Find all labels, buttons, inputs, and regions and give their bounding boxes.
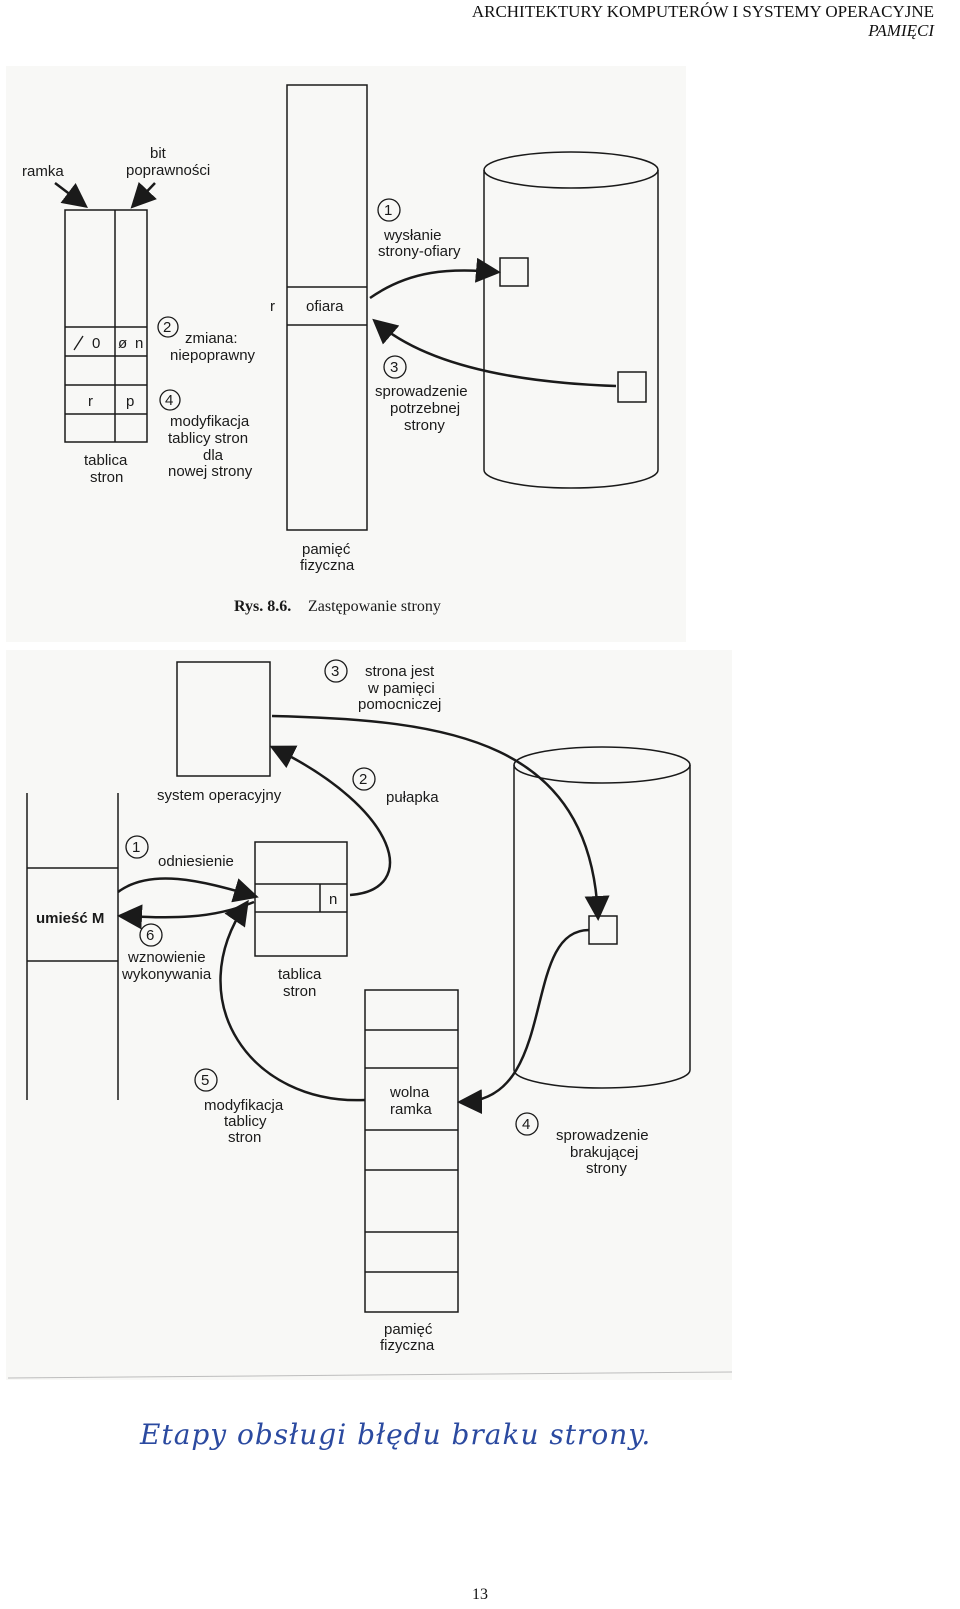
step-4-text-2: brakującej xyxy=(570,1144,638,1161)
table-label-1: tablica xyxy=(278,966,322,983)
step-2-text-2: niepoprawny xyxy=(170,347,256,364)
step-1-text: odniesienie xyxy=(158,853,234,870)
page-header: ARCHITEKTURY KOMPUTERÓW I SYSTEMY OPERAC… xyxy=(472,2,934,40)
physical-memory-2 xyxy=(364,989,459,1313)
memory-victim: ofiara xyxy=(306,298,344,315)
figure-caption-text: Zastępowanie strony xyxy=(308,598,441,615)
step-2-number: 2 xyxy=(163,319,171,336)
step-4-text-1: sprowadzenie xyxy=(556,1127,649,1144)
step-4-circle xyxy=(515,1112,539,1136)
step-1-circle xyxy=(377,198,401,222)
step-1-text-2: strony-ofiary xyxy=(378,243,461,260)
step-5-text-3: stron xyxy=(228,1129,261,1146)
step-4-text-2: tablicy stron xyxy=(168,430,248,447)
scan-bottom-rule xyxy=(7,1371,733,1379)
step-3-text-2: w pamięci xyxy=(367,680,435,697)
header-subtitle: PAMIĘCI xyxy=(868,21,934,40)
process-memory xyxy=(26,793,119,1100)
cell-p: p xyxy=(126,393,134,410)
header-title: ARCHITEKTURY KOMPUTERÓW I SYSTEMY OPERAC… xyxy=(471,2,934,21)
step-6-number: 6 xyxy=(146,927,154,944)
label-bit-2: poprawności xyxy=(126,162,210,179)
table-cell-n: n xyxy=(329,891,337,908)
handwritten-note: Etapy obsługi błędu braku strony. xyxy=(140,1418,652,1451)
arrow-bit xyxy=(130,181,157,209)
step-4-text-1: modyfikacja xyxy=(170,413,250,430)
memory-r: r xyxy=(270,298,275,315)
arrow-bring-missing xyxy=(457,928,590,1115)
step-3-circle xyxy=(383,355,407,379)
cell-frame-old: 0 xyxy=(92,335,100,352)
page-number: 13 xyxy=(472,1586,488,1603)
figure-caption-label: Rys. 8.6. xyxy=(234,598,291,615)
step-2-number: 2 xyxy=(359,771,367,788)
arrow-bring-needed xyxy=(372,318,617,388)
figure-page-replacement: ramka bit poprawności 0 ø n r p tablica … xyxy=(22,84,659,615)
step-3-text-1: strona jest xyxy=(365,663,435,680)
step-6-circle xyxy=(139,923,163,947)
step-2-circle xyxy=(157,316,179,338)
memory-label-2: fizyczna xyxy=(300,557,355,574)
step-2-text-1: zmiana: xyxy=(185,330,238,347)
disk-2 xyxy=(513,746,691,1089)
arrow-page-on-disk xyxy=(271,714,610,921)
step-5-circle xyxy=(194,1068,218,1092)
step-6-text-1: wznowienie xyxy=(127,949,206,966)
step-5-number: 5 xyxy=(201,1072,209,1089)
label-ramka: ramka xyxy=(22,163,64,180)
label-tablica: tablica xyxy=(84,452,128,469)
step-1-number: 1 xyxy=(132,839,140,856)
step-3-text-2: potrzebnej xyxy=(390,400,460,417)
step-4-number: 4 xyxy=(522,1116,530,1133)
step-1-circle xyxy=(125,835,149,859)
label-stron: stron xyxy=(90,469,123,486)
memory-label-2: fizyczna xyxy=(380,1337,435,1354)
step-4-text-4: nowej strony xyxy=(168,463,253,480)
step-3-text-3: strony xyxy=(404,417,445,434)
cell-bit-old: n xyxy=(135,335,143,352)
step-2-text: pułapka xyxy=(386,789,439,806)
step-2-circle xyxy=(352,767,376,791)
page-table-2 xyxy=(254,841,348,957)
step-1-number: 1 xyxy=(384,202,392,219)
free-frame-1: wolna xyxy=(389,1084,430,1101)
step-4-number: 4 xyxy=(165,392,173,409)
step-3-circle xyxy=(324,659,348,683)
step-4-text-3: dla xyxy=(203,447,224,464)
arrow-trap xyxy=(269,745,392,897)
strike-frame xyxy=(73,335,84,351)
disk-1 xyxy=(483,151,659,489)
memory-label-1: pamięć xyxy=(384,1321,433,1338)
free-frame-2: ramka xyxy=(390,1101,432,1118)
cell-bit-old-slash: ø xyxy=(118,335,127,352)
figure-page-fault-steps: system operacyjny 3 strona jest w pamięc… xyxy=(7,659,733,1379)
step-4-circle xyxy=(159,389,181,411)
table-label-2: stron xyxy=(283,983,316,1000)
instruction-load-m: umieść M xyxy=(36,910,104,927)
arrow-ramka xyxy=(54,182,88,209)
os-label: system operacyjny xyxy=(157,787,282,804)
step-6-text-2: wykonywania xyxy=(121,966,212,983)
step-5-text-1: modyfikacja xyxy=(204,1097,284,1114)
scan-area-top xyxy=(6,66,686,642)
physical-memory-1 xyxy=(286,84,368,531)
arrow-reference xyxy=(117,877,259,903)
page-table-1 xyxy=(64,209,148,443)
step-3-number: 3 xyxy=(390,359,398,376)
memory-label-1: pamięć xyxy=(302,541,351,558)
step-3-text-1: sprowadzenie xyxy=(375,383,468,400)
arrow-resume xyxy=(117,900,255,930)
step-4-text-3: strony xyxy=(586,1160,627,1177)
step-3-text-3: pomocniczej xyxy=(358,696,441,713)
step-3-number: 3 xyxy=(331,663,339,680)
scan-area-bottom xyxy=(6,650,732,1380)
label-bit-1: bit xyxy=(150,145,167,162)
os-box xyxy=(176,661,271,777)
step-1-text-1: wysłanie xyxy=(383,227,442,244)
cell-r: r xyxy=(88,393,93,410)
step-5-text-2: tablicy xyxy=(224,1113,267,1130)
arrow-send-victim xyxy=(369,257,501,300)
arrow-update-table xyxy=(219,899,366,1102)
